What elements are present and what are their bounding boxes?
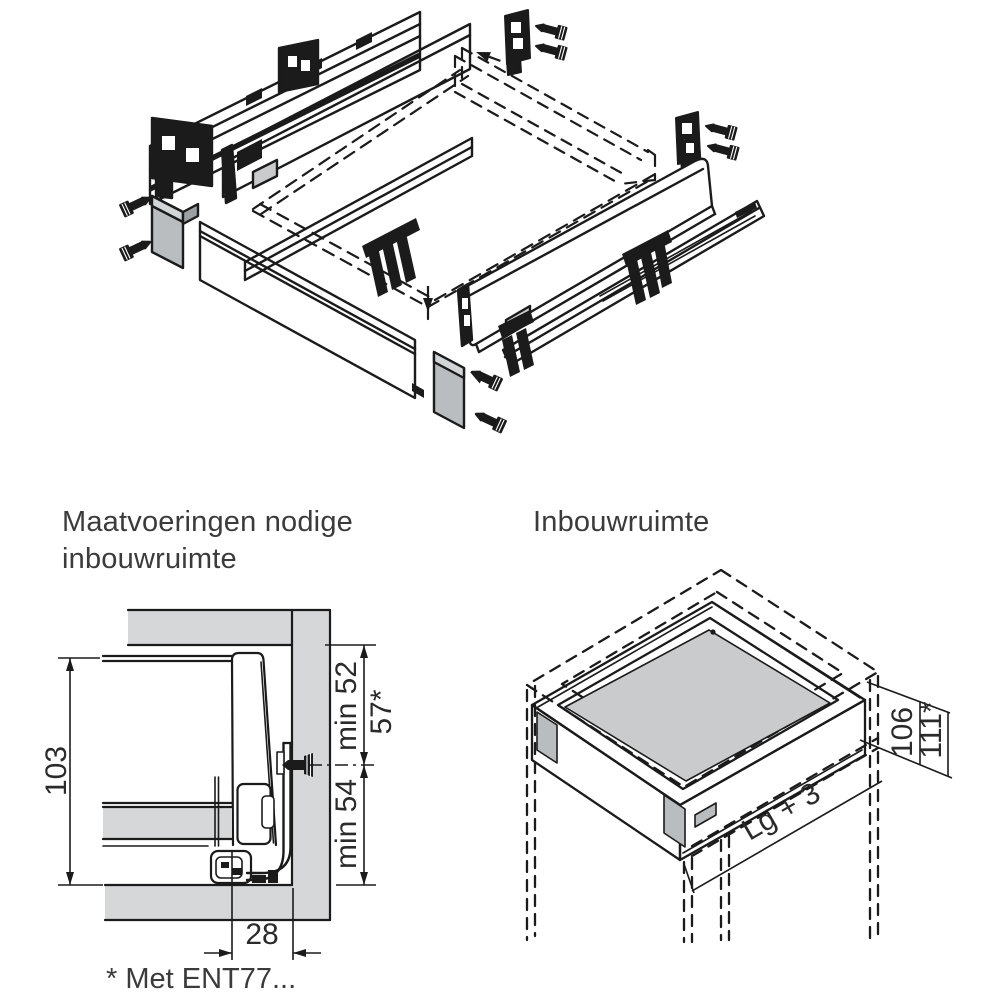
drawer-box bbox=[530, 600, 867, 862]
rear-wall-dashed-outline bbox=[453, 46, 657, 186]
screw-icon bbox=[119, 191, 154, 218]
section-title-left: Maatvoeringen nodige inbouwruimte bbox=[62, 504, 353, 578]
dimension-103: 103 bbox=[40, 657, 103, 886]
rear-bracket-left bbox=[504, 9, 568, 76]
front-cap-left bbox=[150, 194, 200, 270]
dim-min54-label: min 54 bbox=[330, 779, 363, 869]
dim-28-label: 28 bbox=[245, 918, 278, 951]
dimension-heights: 106 111* bbox=[859, 681, 953, 779]
screw-icon bbox=[468, 365, 503, 392]
screw-icon bbox=[472, 407, 507, 434]
section-title-left-line2: inbouwruimte bbox=[62, 543, 237, 575]
dim-57-label: 57* bbox=[365, 689, 398, 734]
dimension-right-stack: min 52 57* min 54 bbox=[283, 644, 398, 886]
dimension-28: 28 bbox=[204, 850, 321, 960]
cross-section-diagram: 103 min 52 57* min 54 28 bbox=[40, 608, 398, 960]
installation-space-diagram: 106 111* Lg + 3 bbox=[525, 568, 953, 944]
section-title-right: Inbouwruimte bbox=[533, 506, 710, 538]
dim-length-label: Lg + 3 bbox=[737, 776, 826, 847]
dim-111-label: 111* bbox=[915, 701, 948, 759]
dim-103-label: 103 bbox=[40, 746, 73, 796]
drawer-profile bbox=[101, 651, 292, 885]
front-panel bbox=[119, 191, 507, 434]
front-cap-right bbox=[432, 350, 466, 430]
dim-min52-label: min 52 bbox=[330, 661, 363, 751]
right-side-assembly bbox=[456, 131, 766, 377]
assembly-arrow-icon bbox=[421, 284, 435, 314]
section-title-left-line1: Maatvoeringen nodige bbox=[62, 506, 353, 538]
dim-106-label: 106 bbox=[886, 707, 919, 757]
footnote: * Met ENT77... bbox=[106, 963, 297, 995]
exploded-drawer-assembly-illustration bbox=[119, 9, 766, 434]
screw-icon bbox=[119, 235, 154, 262]
left-runner-assembly bbox=[148, 10, 474, 297]
